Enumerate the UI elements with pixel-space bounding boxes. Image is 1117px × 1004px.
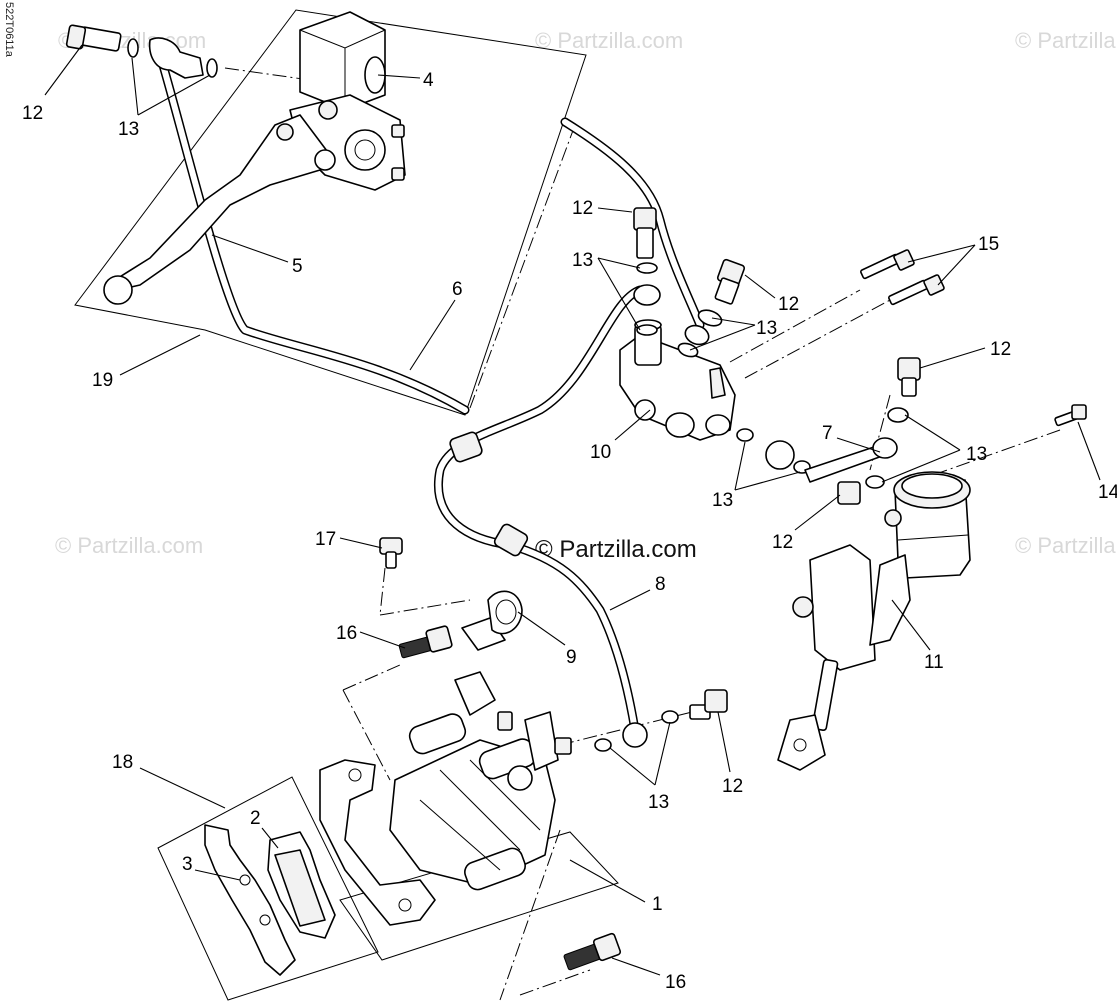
callout-4: 4 bbox=[423, 70, 434, 91]
ref-code: 522T0611a bbox=[3, 2, 15, 58]
callout-13: 13 bbox=[648, 792, 669, 813]
caliper-outline bbox=[339, 831, 619, 961]
hose-clip-9 bbox=[461, 590, 523, 651]
brake-line-7 bbox=[736, 357, 921, 505]
callout-18: 18 bbox=[112, 752, 133, 773]
brake-distribution-block bbox=[619, 319, 736, 441]
callout-11: 11 bbox=[924, 652, 944, 673]
callout-labels: 12 13 4 5 6 19 12 13 12 13 15 12 10 7 13… bbox=[22, 70, 1117, 993]
callout-13: 13 bbox=[966, 444, 987, 465]
caliper-bracket bbox=[319, 759, 436, 926]
callout-7: 7 bbox=[822, 423, 833, 444]
callout-12: 12 bbox=[572, 198, 593, 219]
callout-13: 13 bbox=[756, 318, 777, 339]
bolt-17 bbox=[379, 537, 403, 569]
callout-12: 12 bbox=[722, 776, 743, 797]
watermark: © Partzilla.com bbox=[1015, 533, 1117, 558]
watermark: © Partzilla.com bbox=[535, 28, 683, 53]
callout-13: 13 bbox=[572, 250, 593, 271]
front-brake-lever bbox=[103, 114, 336, 305]
callout-16: 16 bbox=[665, 972, 686, 993]
watermark: © Partzilla.com bbox=[535, 536, 697, 563]
lower-banjo-fittings bbox=[594, 689, 728, 752]
callout-19: 19 bbox=[92, 370, 113, 391]
bolts-15 bbox=[860, 249, 945, 306]
callout-3: 3 bbox=[182, 854, 193, 875]
leader-lines bbox=[44, 44, 1101, 976]
bolt-16-lower bbox=[563, 932, 622, 971]
callout-13: 13 bbox=[118, 119, 139, 140]
callout-15: 15 bbox=[978, 234, 999, 255]
callout-6: 6 bbox=[452, 279, 463, 300]
callout-5: 5 bbox=[292, 256, 303, 277]
callout-17: 17 bbox=[315, 529, 336, 550]
callout-9: 9 bbox=[566, 647, 577, 668]
callout-12: 12 bbox=[990, 339, 1011, 360]
bolt-16-upper bbox=[398, 625, 453, 659]
callout-12: 12 bbox=[772, 532, 793, 553]
callout-10: 10 bbox=[590, 442, 611, 463]
pad-shim-3 bbox=[204, 824, 296, 976]
callout-1: 1 bbox=[652, 894, 663, 915]
callout-16: 16 bbox=[336, 623, 357, 644]
watermarks: © Partzilla.com © Partzilla.com © Partzi… bbox=[55, 28, 1117, 563]
watermark: © Partzilla.com bbox=[1015, 28, 1117, 53]
brake-pad-2 bbox=[267, 831, 336, 939]
callout-12: 12 bbox=[22, 103, 43, 124]
assembly-lines bbox=[224, 67, 1061, 1001]
brake-hoses bbox=[155, 50, 705, 748]
brake-caliper bbox=[389, 671, 572, 891]
bolt-14 bbox=[1054, 404, 1087, 427]
pad-kit-outline bbox=[157, 776, 379, 1001]
assembly-outlines bbox=[74, 9, 619, 1001]
callout-13: 13 bbox=[712, 490, 733, 511]
rear-master-cylinder bbox=[777, 471, 971, 771]
callout-14: 14 bbox=[1098, 482, 1117, 503]
callout-12: 12 bbox=[778, 294, 799, 315]
master-cylinder-outline bbox=[74, 9, 587, 416]
block-fittings bbox=[633, 207, 746, 358]
upper-banjo-fittings bbox=[65, 24, 218, 79]
callout-2: 2 bbox=[250, 808, 261, 829]
callout-8: 8 bbox=[655, 574, 666, 595]
watermark: © Partzilla.com bbox=[55, 533, 203, 558]
